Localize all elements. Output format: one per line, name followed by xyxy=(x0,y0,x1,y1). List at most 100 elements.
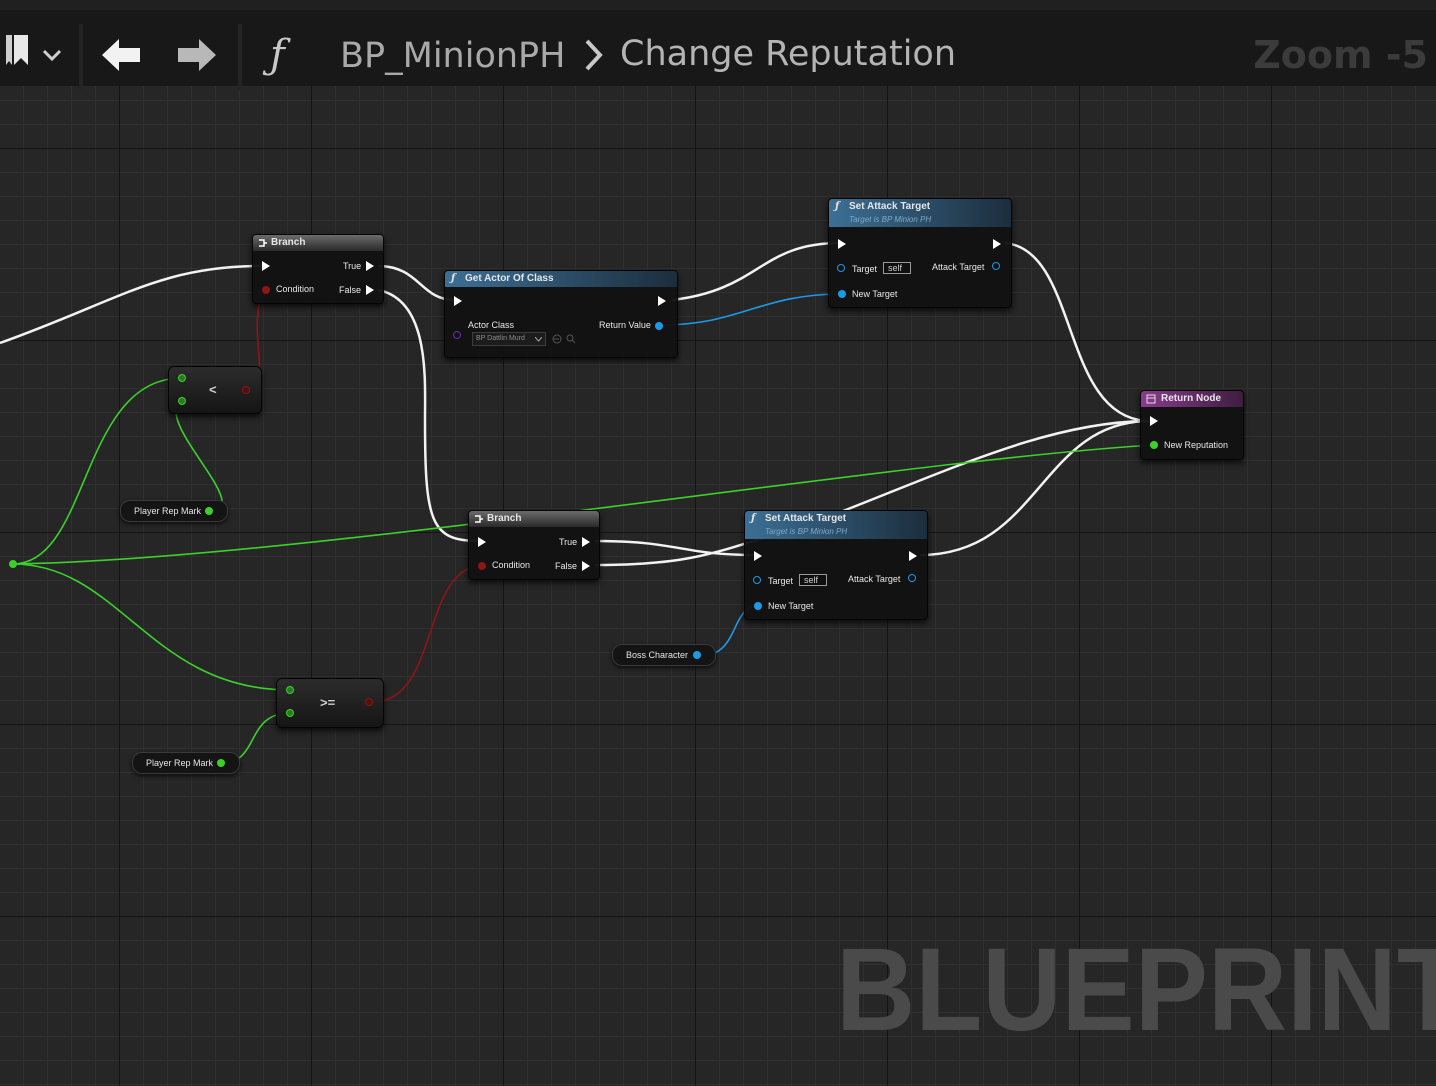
less-than-node[interactable]: < xyxy=(168,366,262,414)
variable-label: Player Rep Mark xyxy=(134,506,202,516)
actor-class-dropdown[interactable]: BP Dattlin Murd xyxy=(472,332,546,346)
node-title: Set Attack Target xyxy=(765,513,847,524)
exec-in-pin[interactable] xyxy=(1150,416,1158,426)
self-value[interactable]: self xyxy=(799,574,827,586)
branch-icon xyxy=(259,239,267,247)
node-header: Branch xyxy=(469,511,599,527)
greater-equal-node[interactable]: >= xyxy=(276,678,384,728)
node-title: Branch xyxy=(487,513,522,524)
target-label: Target xyxy=(768,576,794,586)
bookmark-icon[interactable] xyxy=(4,33,28,73)
variable-label: Player Rep Mark xyxy=(146,758,214,768)
condition-label: Condition xyxy=(276,284,315,294)
node-subtitle: Target is BP Minion PH xyxy=(765,527,848,536)
breadcrumb-function[interactable]: Change Reputation xyxy=(620,34,957,74)
attack-target-label: Attack Target xyxy=(932,262,985,272)
breadcrumb-blueprint[interactable]: BP_MinionPH xyxy=(340,36,566,76)
node-header: ƒ Set Attack Target Target is BP Minion … xyxy=(829,199,1011,227)
player-rep-mark-variable[interactable]: Player Rep Mark xyxy=(132,752,240,774)
exec-in-pin[interactable] xyxy=(838,239,846,249)
node-header: Branch xyxy=(253,235,383,251)
chevron-down-icon xyxy=(535,337,542,342)
node-title: Set Attack Target xyxy=(849,201,931,212)
arrow-left-icon[interactable] xyxy=(100,37,142,73)
actor-class-label: Actor Class xyxy=(468,320,515,330)
condition-label: Condition xyxy=(492,560,531,570)
toolbar-separator xyxy=(238,24,242,90)
branch-node[interactable]: Branch Condition True False xyxy=(468,510,600,580)
get-actor-of-class-node[interactable]: ƒ Get Actor Of Class Actor Class BP Datt… xyxy=(444,270,678,358)
chevron-down-icon[interactable] xyxy=(42,48,62,62)
function-icon: ƒ xyxy=(451,273,456,284)
node-title: Return Node xyxy=(1161,393,1221,404)
exec-in-pin[interactable] xyxy=(478,537,486,547)
branch-node[interactable]: Branch Condition True False xyxy=(252,234,384,304)
reroute-node[interactable] xyxy=(9,560,17,568)
function-icon: ƒ xyxy=(835,201,840,212)
return-node[interactable]: Return Node New Reputation xyxy=(1140,390,1244,460)
exec-out-pin[interactable] xyxy=(909,551,917,561)
condition-pin[interactable] xyxy=(262,286,270,294)
exec-out-pin[interactable] xyxy=(658,296,666,306)
false-exec-pin[interactable] xyxy=(366,285,374,295)
result-pin[interactable] xyxy=(365,698,373,706)
new-target-label: New Target xyxy=(852,289,898,299)
self-value[interactable]: self xyxy=(883,262,911,274)
target-pin[interactable] xyxy=(753,576,761,584)
boss-character-variable[interactable]: Boss Character xyxy=(612,644,716,666)
false-label: False xyxy=(555,561,578,571)
browse-icon[interactable] xyxy=(566,334,576,344)
set-attack-target-node[interactable]: ƒ Set Attack Target Target is BP Minion … xyxy=(744,510,928,620)
target-pin[interactable] xyxy=(837,264,845,272)
operator-symbol: < xyxy=(209,382,217,397)
true-label: True xyxy=(559,537,578,547)
branch-icon xyxy=(475,515,483,523)
return-value-label: Return Value xyxy=(599,320,651,330)
variable-output-pin[interactable] xyxy=(693,651,701,659)
true-exec-pin[interactable] xyxy=(366,261,374,271)
new-target-label: New Target xyxy=(768,601,814,611)
false-label: False xyxy=(339,285,362,295)
input-a-pin[interactable] xyxy=(286,686,294,694)
return-value-pin[interactable] xyxy=(655,322,663,330)
set-attack-target-node[interactable]: ƒ Set Attack Target Target is BP Minion … xyxy=(828,198,1012,308)
arrow-right-icon[interactable] xyxy=(176,37,218,73)
node-title: Get Actor Of Class xyxy=(465,273,554,284)
exec-out-pin[interactable] xyxy=(993,239,1001,249)
player-rep-mark-variable[interactable]: Player Rep Mark xyxy=(120,500,228,522)
new-target-pin[interactable] xyxy=(838,290,846,298)
false-exec-pin[interactable] xyxy=(582,561,590,571)
result-pin[interactable] xyxy=(242,386,250,394)
return-icon xyxy=(1146,394,1156,404)
input-b-pin[interactable] xyxy=(178,397,186,405)
function-icon: ƒ xyxy=(751,513,756,524)
attack-target-pin[interactable] xyxy=(992,262,1000,270)
toolbar-separator xyxy=(79,24,83,90)
actor-class-pin[interactable] xyxy=(453,331,461,339)
variable-output-pin[interactable] xyxy=(217,759,225,767)
target-label: Target xyxy=(852,264,878,274)
node-header: ƒ Set Attack Target Target is BP Minion … xyxy=(745,511,927,539)
new-target-pin[interactable] xyxy=(754,602,762,610)
operator-symbol: >= xyxy=(320,695,336,710)
attack-target-label: Attack Target xyxy=(848,574,901,584)
use-selected-icon[interactable] xyxy=(552,334,562,344)
function-icon: ƒ xyxy=(270,32,285,78)
variable-label: Boss Character xyxy=(626,650,689,660)
true-exec-pin[interactable] xyxy=(582,537,590,547)
exec-in-pin[interactable] xyxy=(262,261,270,271)
true-label: True xyxy=(343,261,362,271)
input-b-pin[interactable] xyxy=(286,709,294,717)
node-title: Branch xyxy=(271,237,306,248)
variable-output-pin[interactable] xyxy=(205,507,213,515)
exec-in-pin[interactable] xyxy=(454,296,462,306)
new-reputation-label: New Reputation xyxy=(1164,440,1229,450)
new-reputation-pin[interactable] xyxy=(1150,441,1158,449)
toolbar: ƒ BP_MinionPH Change Reputation Zoom -5 xyxy=(0,0,1436,90)
chevron-right-icon xyxy=(585,39,603,71)
input-a-pin[interactable] xyxy=(178,374,186,382)
attack-target-pin[interactable] xyxy=(908,574,916,582)
node-subtitle: Target is BP Minion PH xyxy=(849,215,932,224)
condition-pin[interactable] xyxy=(478,562,486,570)
exec-in-pin[interactable] xyxy=(754,551,762,561)
